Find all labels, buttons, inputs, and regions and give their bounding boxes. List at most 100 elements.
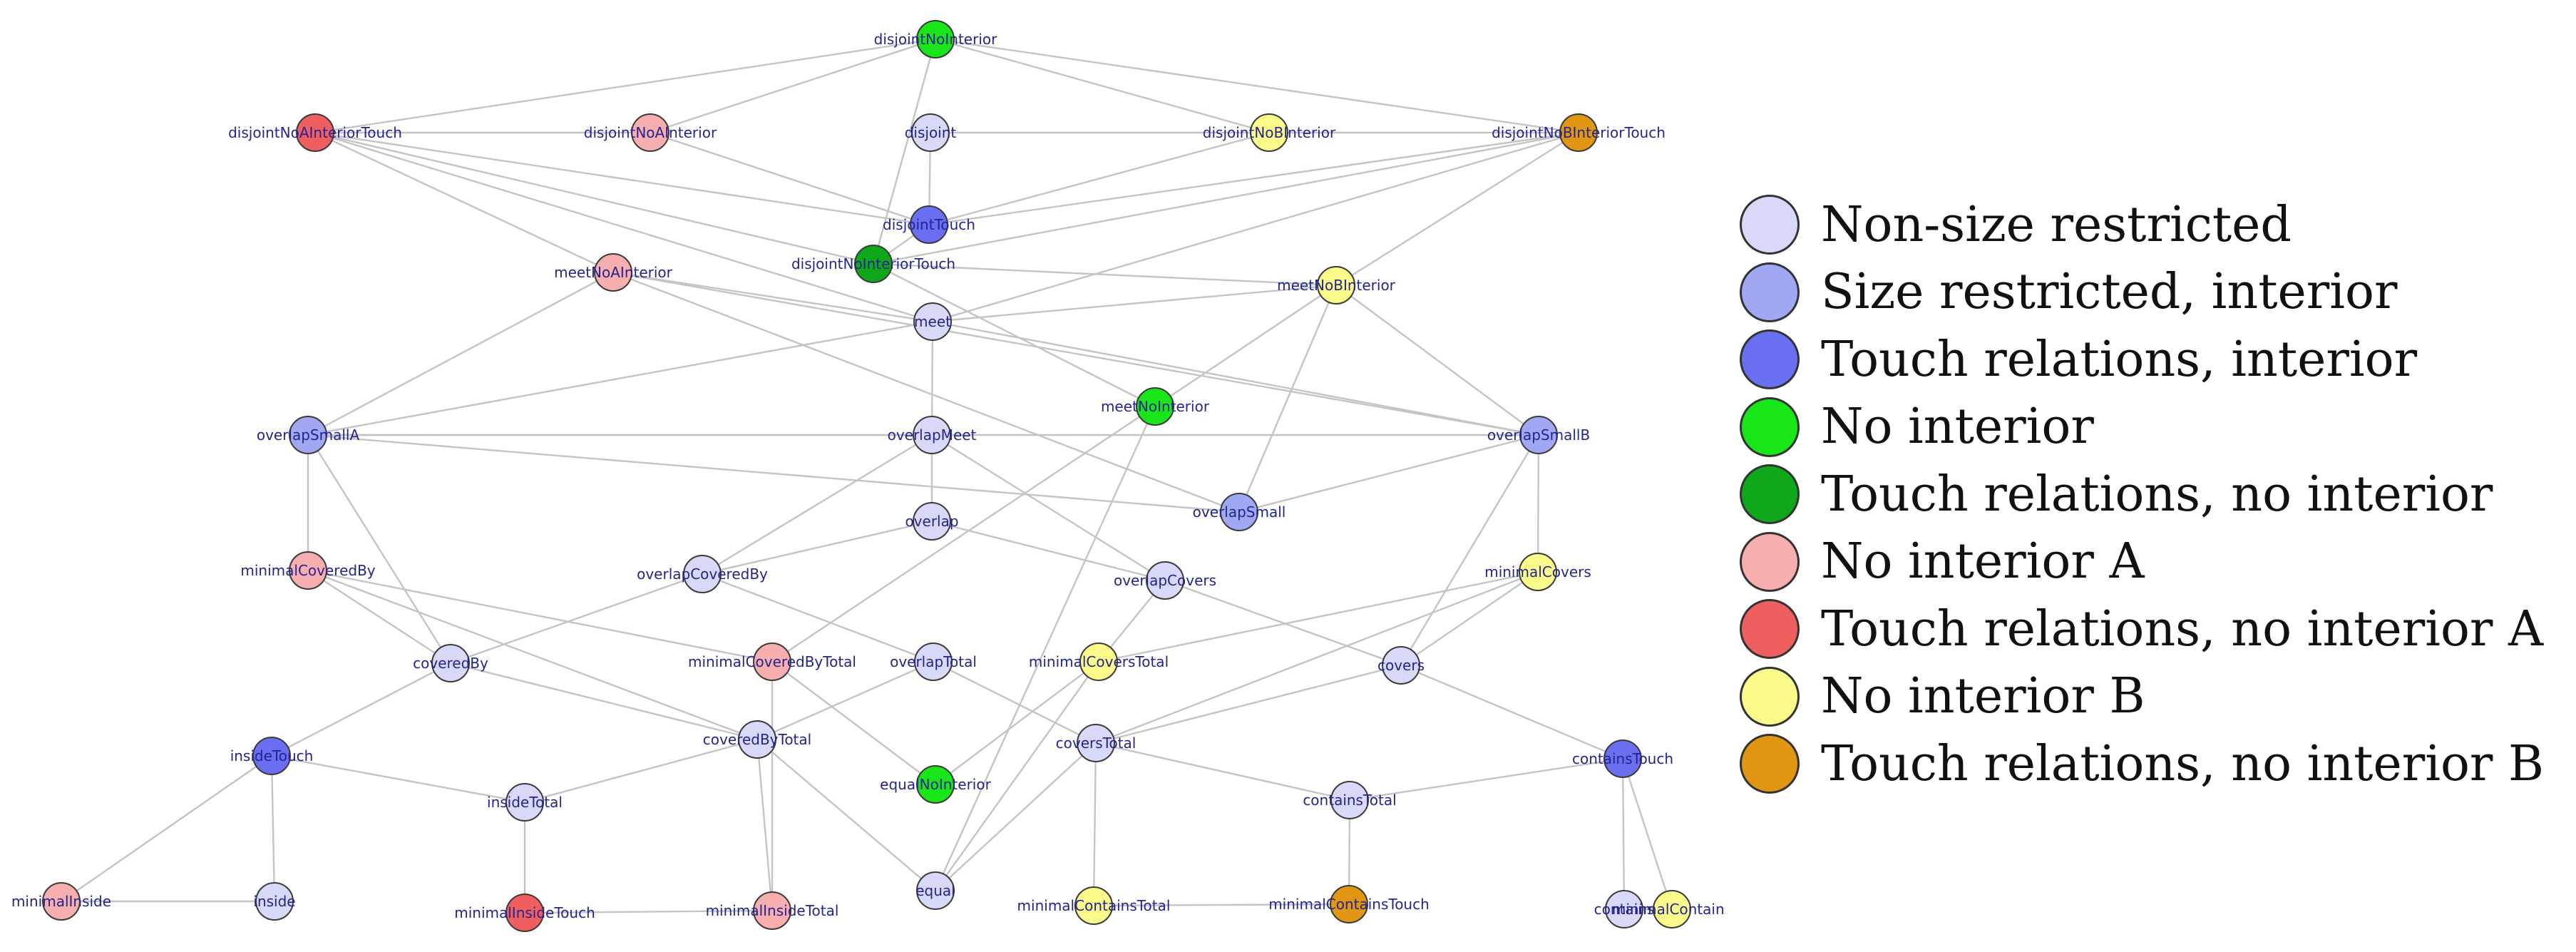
node-circle: [913, 302, 952, 341]
node-contains: contains: [1594, 890, 1655, 928]
node-circle: [1079, 643, 1118, 681]
edge-disjointNoInteriorTouch-meetNoBInterior: [873, 262, 1337, 287]
edge-overlapSmallA-overlapSmall: [307, 434, 1240, 513]
legend-item-non-size-restricted: Non-size restricted: [1740, 191, 2544, 259]
edge-disjointNoBInteriorTouch-meetNoBInterior: [1335, 131, 1579, 287]
edge-disjointNoInterior-disjointNoAInterior: [650, 38, 936, 134]
node-circle: [1519, 416, 1558, 454]
node-circle: [631, 113, 669, 152]
edge-overlapMeet-overlapCovers: [931, 434, 1166, 582]
node-circle: [910, 205, 948, 244]
node-label: inside: [253, 893, 295, 910]
node-label: disjointNoBInterior: [1203, 124, 1336, 141]
node-label: containsTouch: [1572, 750, 1673, 767]
edge-meetNoBInterior-meetNoInterior: [1154, 285, 1337, 407]
edge-containsTouch-containsTotal: [1349, 757, 1623, 802]
node-disjointNoInteriorTouch: disjointNoInteriorTouch: [791, 245, 955, 283]
edge-overlap-overlapCoveredBy: [702, 520, 933, 575]
legend-label: Touch relations, no interior: [1821, 466, 2493, 523]
legend-label: Touch relations, no interior B: [1821, 735, 2545, 792]
node-minimalCovers: minimalCovers: [1484, 553, 1591, 591]
node-circle: [1603, 739, 1642, 778]
edge-minimalCoveredBy-coveredBy: [307, 569, 451, 665]
node-label: meetNoAInterior: [554, 264, 673, 281]
node-label: disjointNoAInterior: [584, 124, 717, 141]
edge-disjointNoAInteriorTouch-disjointTouch: [314, 131, 930, 226]
node-label: minimalContainsTouch: [1268, 896, 1430, 913]
node-label: contains: [1594, 901, 1655, 918]
edge-minimalCovers-minimalCoversTotal: [1098, 570, 1539, 663]
edge-overlapTotal-coveredByTotal: [756, 660, 934, 741]
node-circle: [1077, 724, 1115, 762]
edge-disjointNoInterior-disjointNoInteriorTouch: [872, 39, 937, 265]
node-circle: [1146, 561, 1184, 600]
edge-coversTotal-equal: [935, 742, 1097, 891]
node-disjointNoAInteriorTouch: disjointNoAInteriorTouch: [228, 113, 402, 152]
edge-meetNoAInterior-overlapSmall: [612, 271, 1240, 513]
edge-disjointNoInterior-disjointNoAInteriorTouch: [314, 38, 936, 134]
edge-insideTouch-inside: [270, 755, 276, 902]
edge-meetNoInterior-equal: [934, 406, 1156, 891]
legend-item-touch-no-interior-a: Touch relations, no interior A: [1740, 595, 2544, 663]
edge-overlap-overlapCovers: [931, 520, 1166, 582]
node-label: minimalInsideTouch: [454, 904, 595, 921]
node-circle: [1519, 553, 1557, 591]
legend-item-no-interior-a: No interior A: [1740, 528, 2544, 596]
legend-label: Touch relations, interior: [1821, 331, 2418, 388]
legend-swatch-icon: [1740, 531, 1800, 592]
edge-minimalCoveredByTotal-equalNoInterior: [771, 661, 936, 785]
edge-minimalCovers-coversTotal: [1095, 570, 1539, 744]
node-overlapSmallA: overlapSmallA: [257, 416, 359, 454]
edge-minimalCoveredBy-coveredByTotal: [307, 569, 758, 741]
legend-item-size-restricted-interior: Size restricted, interior: [1740, 259, 2544, 327]
edge-disjointNoAInterior-disjointTouch: [650, 131, 930, 226]
edge-insideTouch-minimalInside: [61, 755, 272, 902]
node-overlap: overlap: [905, 502, 959, 541]
node-minimalInsideTotal: minimalInsideTotal: [706, 891, 838, 930]
legend-label: Size restricted, interior: [1821, 264, 2398, 321]
node-minimalContains: minimalContains: [1612, 890, 1725, 928]
node-label: coveredByTotal: [703, 731, 811, 748]
node-circle: [1250, 113, 1288, 152]
legend-swatch-icon: [1740, 734, 1800, 794]
node-coveredByTotal: coveredByTotal: [703, 720, 811, 759]
edge-disjointNoInteriorTouch-meetNoInterior: [873, 262, 1156, 408]
edge-coveredByTotal-insideTotal: [524, 738, 758, 804]
node-label: overlapCoveredBy: [637, 565, 768, 583]
node-label: meet: [914, 313, 951, 330]
node-minimalCoversTotal: minimalCoversTotal: [1029, 643, 1169, 681]
edge-disjointNoAInteriorTouch-disjointNoInteriorTouch: [314, 131, 874, 265]
edge-minimalContainsTotal-minimalContainsTouch: [1093, 903, 1350, 907]
edge-disjointNoInterior-disjointNoBInteriorTouch: [935, 38, 1579, 134]
node-coversTotal: coversTotal: [1056, 724, 1136, 762]
legend-label: Touch relations, no interior A: [1821, 600, 2544, 657]
edge-overlapTotal-coversTotal: [933, 660, 1097, 744]
node-circle: [506, 783, 544, 822]
node-circle: [913, 416, 951, 454]
node-minimalInside: minimalInside: [11, 882, 111, 921]
edge-coveredByTotal-equal: [756, 739, 936, 891]
node-circle: [916, 20, 955, 58]
legend-swatch-icon: [1740, 396, 1800, 457]
edge-overlapSmallA-coveredBy: [307, 434, 452, 664]
node-circle: [289, 551, 327, 590]
edge-overlapSmallB-overlapSmall: [1238, 434, 1539, 513]
node-label: overlapCovers: [1114, 572, 1216, 589]
edge-disjointNoAInteriorTouch-meet: [314, 131, 933, 323]
node-equal: equal: [915, 871, 955, 910]
edge-minimalCoversTotal-equal: [935, 661, 1099, 891]
node-inside: inside: [253, 882, 296, 921]
node-disjointTouch: disjointTouch: [883, 205, 975, 244]
edge-containsTouch-contains: [1621, 758, 1626, 910]
edge-disjointNoInterior-disjointNoBInterior: [935, 38, 1270, 134]
node-label: minimalCoversTotal: [1029, 653, 1169, 670]
node-label: equal: [915, 882, 955, 899]
edge-minimalCoversTotal-equalNoInterior: [935, 661, 1099, 785]
edge-coveredBy-insideTouch: [271, 662, 451, 757]
edge-containsTouch-minimalContains: [1621, 758, 1673, 910]
node-label: minimalCoveredByTotal: [688, 653, 856, 670]
node-label: meetNoBInterior: [1277, 277, 1396, 294]
node-label: coversTotal: [1056, 735, 1136, 752]
legend-label: No interior B: [1821, 668, 2145, 725]
